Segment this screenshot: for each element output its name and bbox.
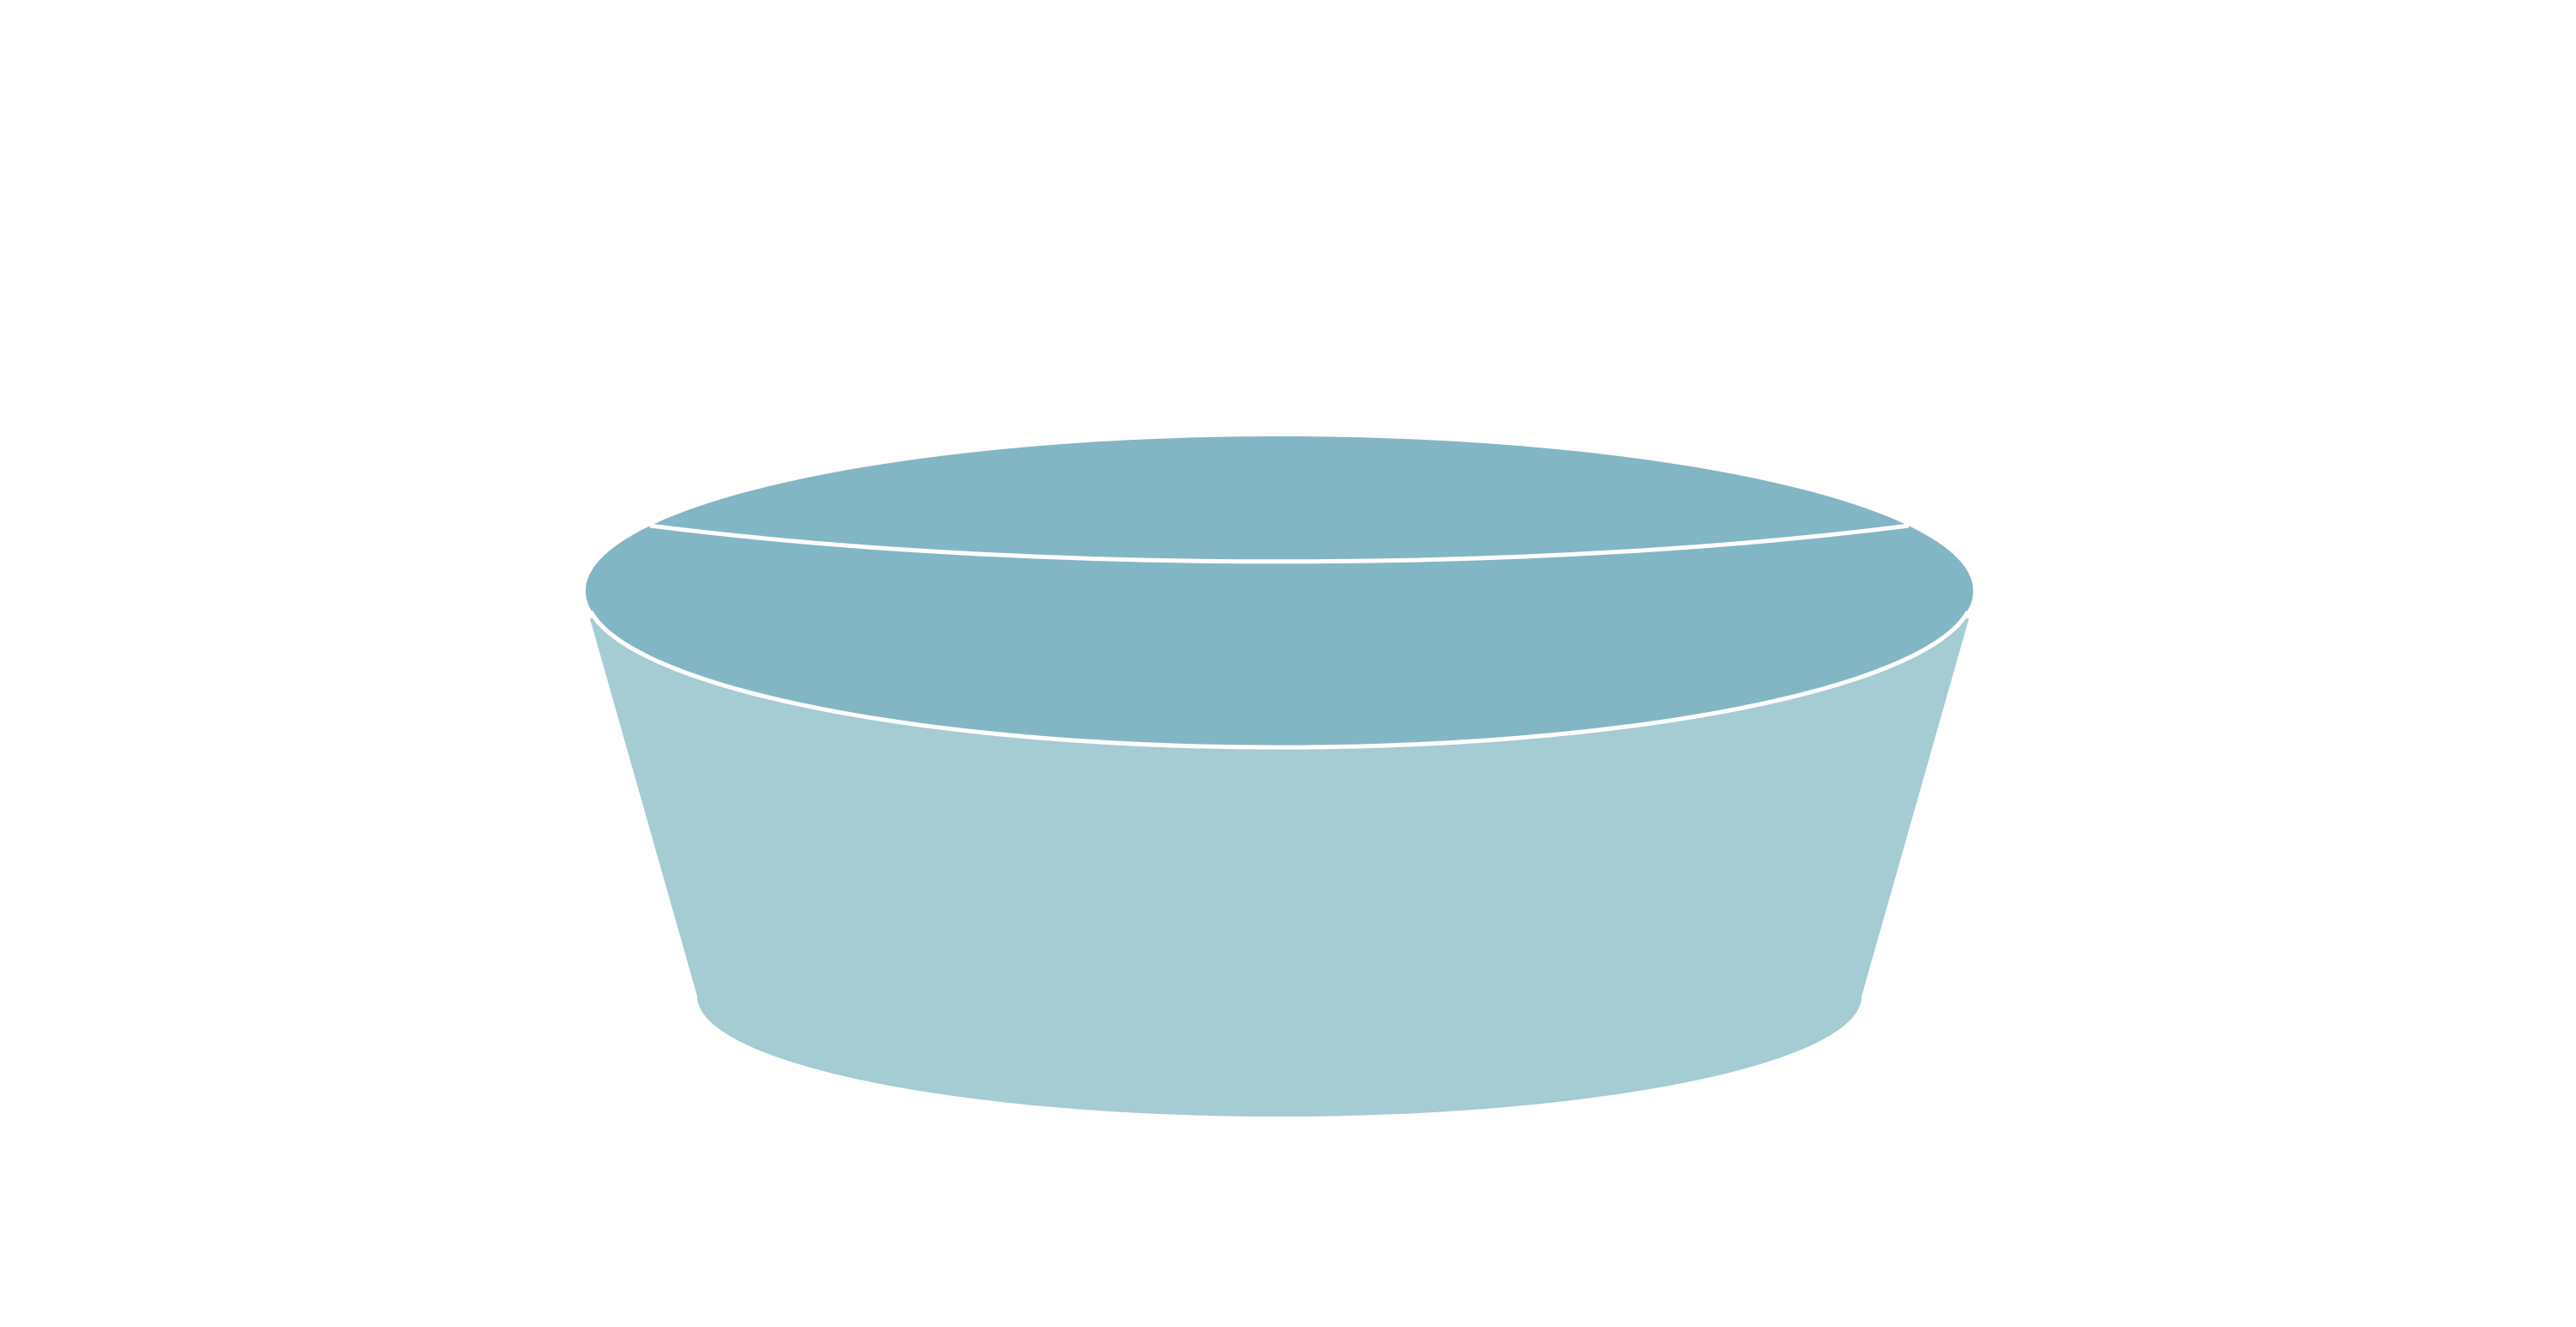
top-surface-ring-line xyxy=(649,523,1910,564)
top-layer-disc xyxy=(586,436,1973,746)
disc-front-edge-separator xyxy=(588,610,1971,750)
bottom-layer-body xyxy=(590,618,1969,1117)
